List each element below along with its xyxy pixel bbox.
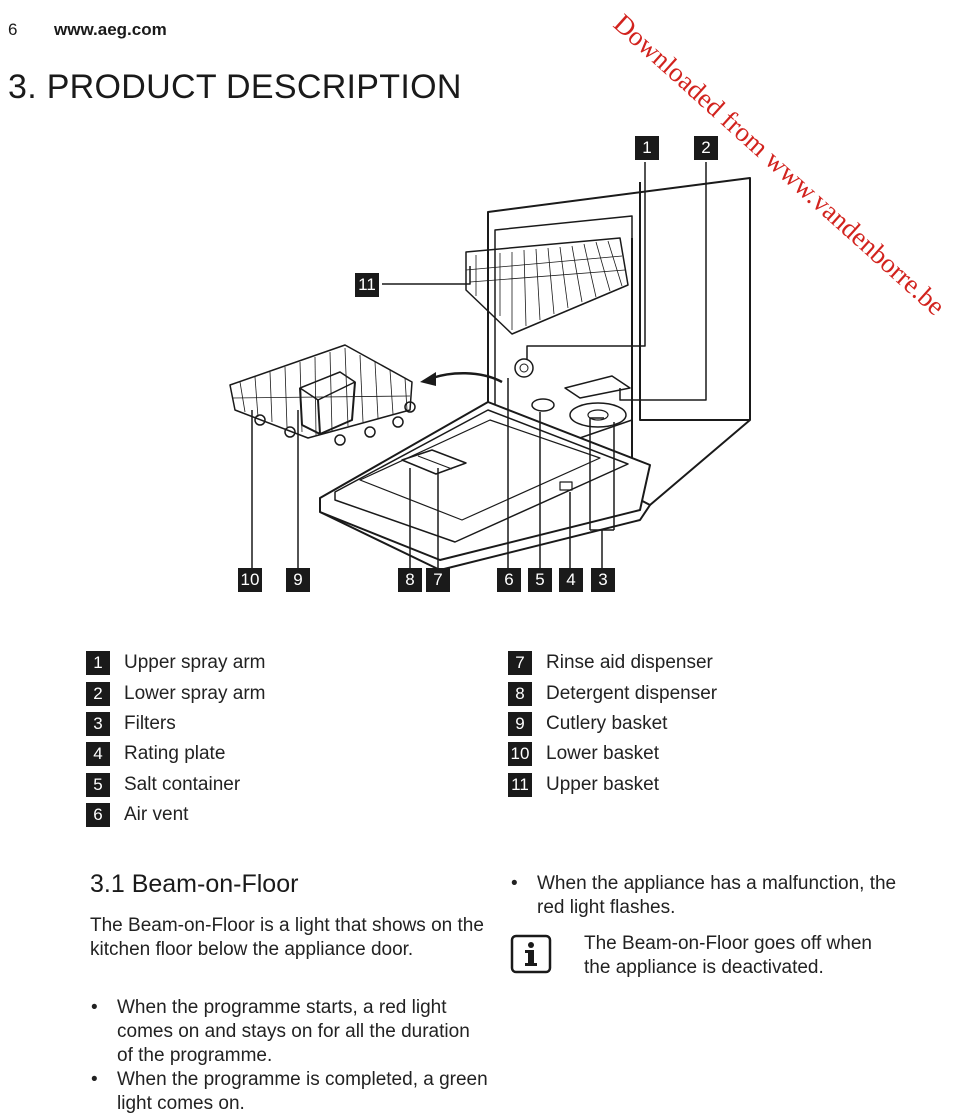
legend-number: 4: [86, 742, 110, 767]
section-intro: The Beam-on-Floor is a light that shows …: [90, 915, 484, 960]
legend-right: 7 Rinse aid dispenser 8 Detergent dispense…: [508, 648, 717, 800]
callout-10: 10: [238, 568, 262, 592]
legend-label: Lower basket: [546, 743, 660, 765]
legend-number: 6: [86, 803, 110, 828]
bullet-item: When the programme is completed, a green…: [90, 1068, 490, 1116]
section-title: 3.1 Beam-on-Floor: [90, 870, 299, 898]
legend-item: 5 Salt container: [86, 770, 266, 800]
callout-4: 4: [559, 568, 583, 592]
legend-item: 6 Air vent: [86, 800, 266, 830]
info-icon: [510, 934, 552, 974]
legend-label: Lower spray arm: [124, 682, 266, 704]
legend-item: 9 Cutlery basket: [508, 709, 717, 739]
legend-number: 1: [86, 651, 110, 676]
site-url: www.aeg.com: [54, 20, 167, 39]
legend-item: 8 Detergent dispenser: [508, 678, 717, 708]
legend-label: Upper spray arm: [124, 652, 266, 674]
callout-9: 9: [286, 568, 310, 592]
legend-label: Salt container: [124, 773, 241, 795]
bullet-item: When the appliance has a malfunction, th…: [510, 872, 920, 920]
legend-label: Rating plate: [124, 743, 226, 765]
legend-item: 2 Lower spray arm: [86, 678, 266, 708]
legend-number: 2: [86, 681, 110, 706]
legend-left: 1 Upper spray arm 2 Lower spray arm 3 Filte…: [86, 648, 266, 830]
page-number: 6: [8, 20, 18, 39]
legend-item: 4 Rating plate: [86, 739, 266, 769]
legend-item: 11 Upper basket: [508, 770, 717, 800]
legend-number: 3: [86, 711, 110, 736]
callout-11: 11: [355, 273, 379, 297]
legend-item: 1 Upper spray arm: [86, 648, 266, 678]
bullet-item: When the programme starts, a red light c…: [90, 996, 490, 1068]
legend-label: Detergent dispenser: [546, 682, 718, 704]
info-note: The Beam-on-Floor goes off when the appl…: [584, 933, 872, 978]
legend-number: 5: [86, 772, 110, 797]
legend-item: 3 Filters: [86, 709, 266, 739]
legend-label: Filters: [124, 712, 176, 734]
legend-label: Rinse aid dispenser: [546, 652, 713, 674]
legend-number: 8: [508, 681, 532, 706]
dishwasher-illustration: [229, 162, 751, 571]
callout-7: 7: [426, 568, 450, 592]
legend-number: 11: [508, 772, 532, 797]
page-header: 6 www.aeg.com: [8, 20, 167, 40]
callout-6: 6: [497, 568, 521, 592]
callout-2: 2: [694, 136, 718, 160]
bullet-list-left: When the programme starts, a red light c…: [90, 996, 490, 1116]
legend-label: Cutlery basket: [546, 712, 668, 734]
dishwasher-diagram: 1 2 11 10 9 8 7 6 5 4 3: [0, 120, 960, 610]
legend-item: 7 Rinse aid dispenser: [508, 648, 717, 678]
legend-label: Upper basket: [546, 773, 660, 795]
legend-number: 7: [508, 651, 532, 676]
legend-number: 9: [508, 711, 532, 736]
callout-8: 8: [398, 568, 422, 592]
legend-label: Air vent: [124, 804, 189, 826]
bullet-list-right: When the appliance has a malfunction, th…: [510, 872, 920, 920]
legend-number: 10: [508, 742, 532, 767]
callout-5: 5: [528, 568, 552, 592]
legend-item: 10 Lower basket: [508, 739, 717, 769]
callout-3: 3: [591, 568, 615, 592]
callout-1: 1: [635, 136, 659, 160]
page-title: 3. PRODUCT DESCRIPTION: [8, 68, 462, 106]
